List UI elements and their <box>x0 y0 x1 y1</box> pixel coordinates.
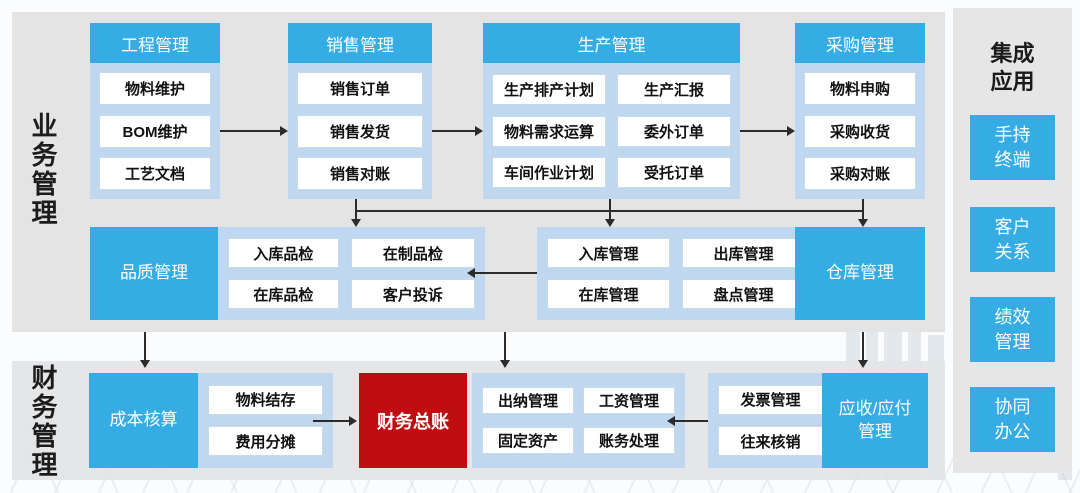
module-item-inprocess-inspection: 在制品检 <box>350 238 475 268</box>
module-item-stocktaking-management: 盘点管理 <box>682 279 805 309</box>
finance-management-label: 财务管理 <box>28 364 58 480</box>
module-item-sales-delivery: 销售发货 <box>297 114 423 148</box>
module-item-incoming-inspection: 入库品检 <box>228 238 339 268</box>
warehouse-management-box: 仓库管理 <box>795 227 925 320</box>
module-item-stock-management: 在库管理 <box>547 279 670 309</box>
column-sales-body: 销售订单 销售发货 销售对账 <box>288 63 432 199</box>
module-item-transaction-writeoff: 往来核销 <box>718 426 823 457</box>
column-production-header: 生产管理 <box>483 23 740 63</box>
arrow-warehouse-to-quality-head <box>467 268 475 278</box>
module-item-process-document: 工艺文档 <box>99 156 211 190</box>
column-purchase: 采购管理 物料申购 采购收货 采购对账 <box>795 23 925 199</box>
cost-items-group: 物料结存 费用分摊 <box>198 373 333 468</box>
arrow-quality-to-cost <box>144 332 146 361</box>
arrow-production-to-purchase-head <box>787 126 795 136</box>
column-purchase-body: 物料申购 采购收货 采购对账 <box>795 63 925 199</box>
general-ledger-box: 财务总账 <box>359 373 467 468</box>
column-sales-header: 销售管理 <box>288 23 432 63</box>
integration-item-customer-relationship: 客户 关系 <box>970 207 1055 272</box>
column-engineering-body: 物料维护 BOM维护 工艺文档 <box>90 63 220 199</box>
arrow-sales-down-head <box>351 219 361 227</box>
arrow-production-down-head <box>605 219 615 227</box>
column-production: 生产管理 生产排产计划 生产汇报 物料需求运算 委外订单 车间作业计划 受托订单 <box>483 23 740 199</box>
module-item-bom-maintenance: BOM维护 <box>99 114 211 148</box>
column-purchase-header: 采购管理 <box>795 23 925 63</box>
module-item-purchase-request: 物料申购 <box>804 72 916 106</box>
module-item-purchase-reconciliation: 采购对账 <box>804 156 916 190</box>
module-item-production-report: 生产汇报 <box>617 73 731 105</box>
integration-item-handheld-terminal: 手持 终端 <box>970 115 1055 180</box>
business-management-label: 业务管理 <box>28 112 58 228</box>
arrow-middle-to-ledger-items <box>504 332 506 361</box>
module-item-consignment-order: 受托订单 <box>617 157 731 189</box>
module-item-production-scheduling: 生产排产计划 <box>492 73 606 105</box>
arrow-quality-to-cost-head <box>140 360 150 368</box>
module-item-cashier-management: 出纳管理 <box>482 386 574 414</box>
module-item-fixed-assets: 固定资产 <box>482 427 574 455</box>
arrow-purchase-down <box>862 199 864 220</box>
module-item-outbound-management: 出库管理 <box>682 238 805 268</box>
module-item-sales-order: 销售订单 <box>297 72 423 106</box>
module-item-purchase-receiving: 采购收货 <box>804 114 916 148</box>
arrow-production-to-purchase <box>740 130 787 132</box>
arrow-invoice-to-ledger-head <box>667 416 675 426</box>
module-item-payroll-management: 工资管理 <box>583 386 675 414</box>
module-item-expense-allocation: 费用分摊 <box>208 426 323 457</box>
module-item-mrp: 物料需求运算 <box>492 115 606 147</box>
warehouse-items-group: 入库管理 出库管理 在库管理 盘点管理 <box>537 227 815 320</box>
arrow-production-down <box>609 199 611 220</box>
arrow-warehouse-to-quality <box>475 272 537 274</box>
arrow-engineering-to-sales-head <box>280 126 288 136</box>
module-item-customer-complaint: 客户投诉 <box>350 279 475 309</box>
receivable-payable-box: 应收/应付 管理 <box>822 373 928 468</box>
invoice-items-group: 发票管理 往来核销 <box>708 373 833 468</box>
ledger-items-group: 出纳管理 工资管理 固定资产 账务处理 <box>472 373 685 468</box>
column-production-body: 生产排产计划 生产汇报 物料需求运算 委外订单 车间作业计划 受托订单 <box>483 63 740 199</box>
arrow-cost-to-ledger <box>313 420 349 422</box>
module-item-material-maintenance: 物料维护 <box>99 72 211 106</box>
column-sales: 销售管理 销售订单 销售发货 销售对账 <box>288 23 432 199</box>
arrow-cost-to-ledger-head <box>349 416 357 426</box>
module-item-invoice-management: 发票管理 <box>718 384 823 415</box>
arrow-sales-to-production-head <box>475 126 483 136</box>
quality-items-group: 入库品检 在制品检 在库品检 客户投诉 <box>218 227 485 320</box>
module-item-stock-inspection: 在库品检 <box>228 279 339 309</box>
column-engineering: 工程管理 物料维护 BOM维护 工艺文档 <box>90 23 220 199</box>
integrations-panel: 集成 应用 手持 终端 客户 关系 绩效 管理 协同 办公 <box>953 8 1072 473</box>
module-item-outsourcing-order: 委外订单 <box>617 115 731 147</box>
module-item-material-balance: 物料结存 <box>208 384 323 415</box>
cost-accounting-box: 成本核算 <box>89 373 198 468</box>
column-engineering-header: 工程管理 <box>90 23 220 63</box>
arrow-engineering-to-sales <box>220 130 280 132</box>
integrations-title: 集成 应用 <box>990 41 1035 94</box>
quality-management-box: 品质管理 <box>90 227 218 320</box>
arrow-sales-to-production <box>432 130 475 132</box>
arrow-purchase-down-head <box>858 219 868 227</box>
integration-item-performance-management: 绩效 管理 <box>970 297 1055 362</box>
module-item-workshop-plan: 车间作业计划 <box>492 157 606 189</box>
arrow-sales-down <box>355 199 357 220</box>
module-item-inbound-management: 入库管理 <box>547 238 670 268</box>
arrow-invoice-to-ledger <box>675 420 708 422</box>
integration-item-collaborative-office: 协同 办公 <box>970 387 1055 452</box>
arrow-warehouse-to-receivable <box>862 332 864 361</box>
arrow-warehouse-to-receivable-head <box>858 360 868 368</box>
module-item-sales-reconciliation: 销售对账 <box>297 156 423 190</box>
arrow-middle-to-ledger-items-head <box>500 360 510 368</box>
module-item-accounting-processing: 账务处理 <box>583 427 675 455</box>
